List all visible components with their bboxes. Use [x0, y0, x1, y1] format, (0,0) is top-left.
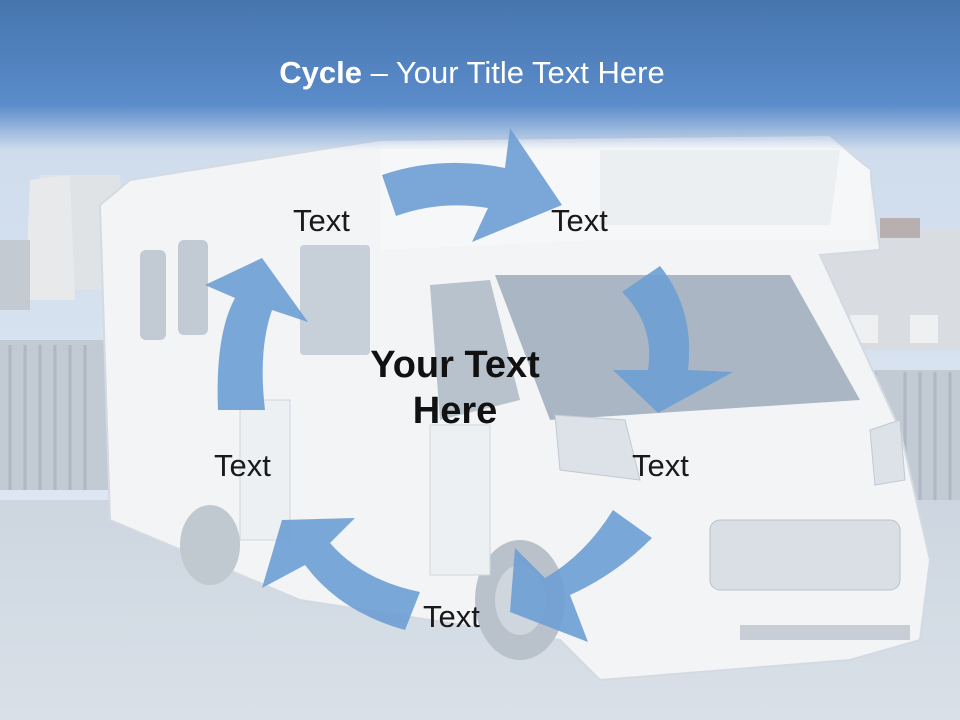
- title-band: [0, 0, 960, 150]
- cycle-label-2: Text: [551, 203, 608, 238]
- center-text: Your Text Here: [330, 342, 580, 434]
- cycle-label-5: Text: [214, 448, 271, 483]
- cycle-arrow-bottom-right: [510, 510, 652, 642]
- title-rest: – Your Title Text Here: [362, 55, 665, 90]
- cycle-arrow-right: [613, 266, 733, 413]
- title-bold-word: Cycle: [279, 55, 362, 90]
- cycle-arrow-left: [205, 258, 308, 410]
- center-text-line-1: Your Text: [370, 344, 540, 386]
- cycle-label-1: Text: [293, 203, 350, 238]
- slide-title: Cycle – Your Title Text Here: [0, 55, 944, 91]
- cycle-label-4: Text: [423, 599, 480, 634]
- cycle-arrow-bottom-left: [262, 518, 420, 630]
- cycle-label-3: Text: [632, 448, 689, 483]
- center-text-line-2: Here: [412, 390, 498, 432]
- cycle-arrow-top: [382, 128, 562, 242]
